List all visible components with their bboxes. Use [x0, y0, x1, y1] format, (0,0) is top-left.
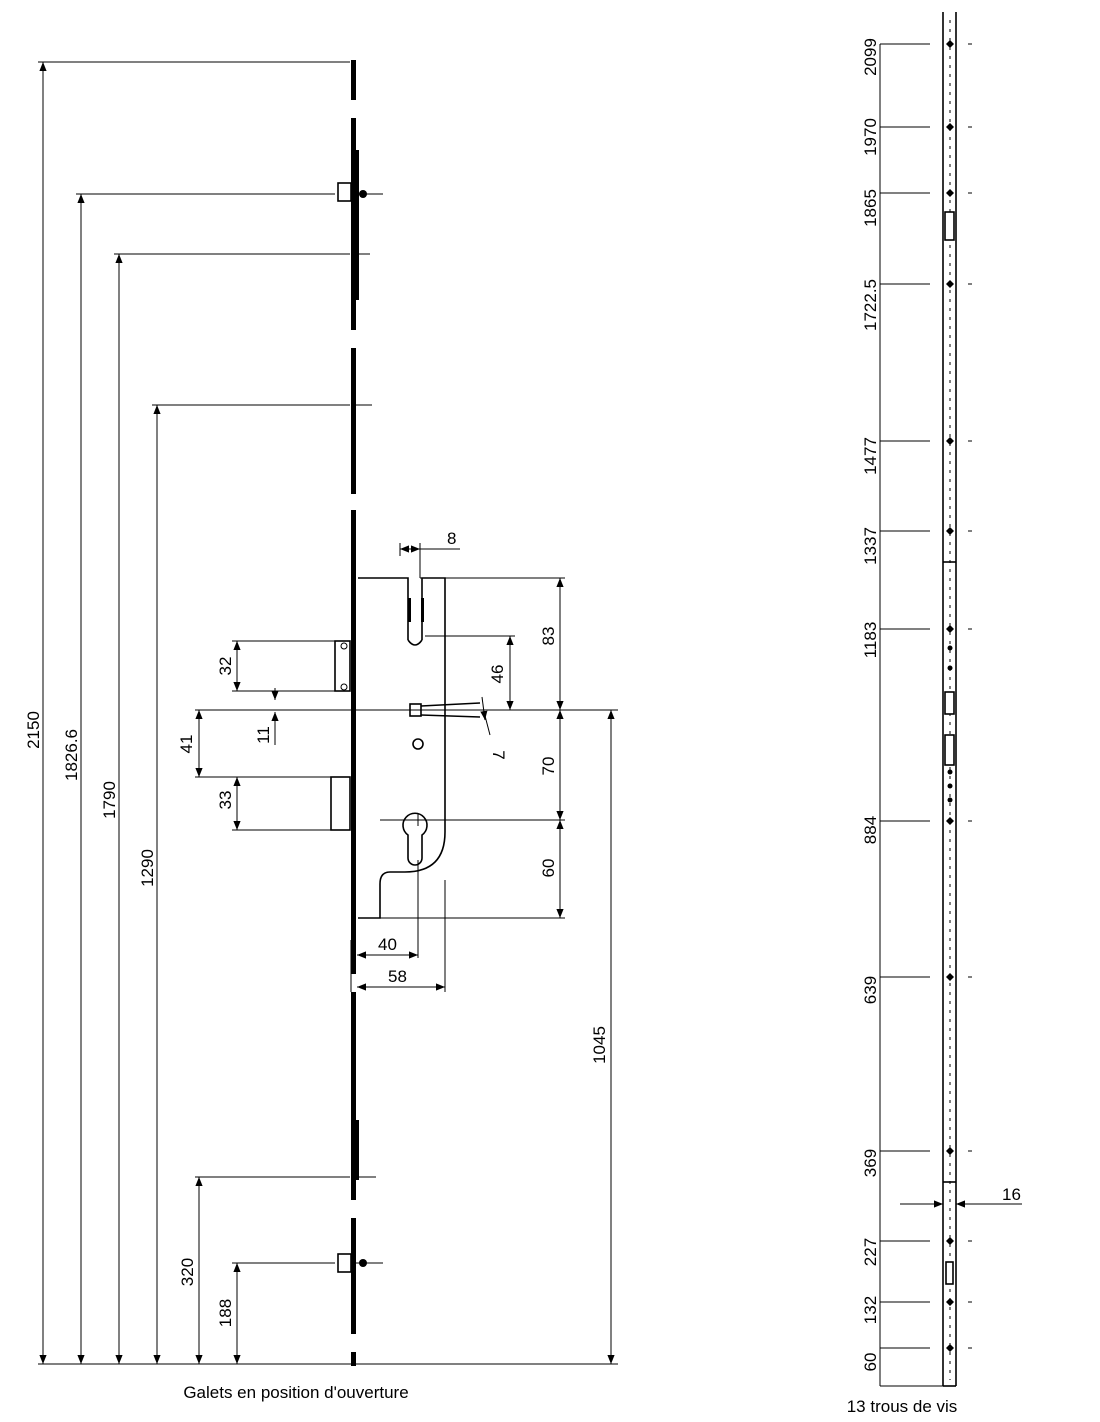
right-caption: 13 trous de vis — [847, 1397, 958, 1416]
lock-case — [330, 577, 481, 919]
strip-segment-top — [351, 118, 356, 330]
dim-11: 11 — [254, 726, 273, 744]
strip-rail-lower — [356, 1120, 359, 1180]
hole-2099: 2099 — [861, 38, 880, 76]
cylinder-cutout — [402, 812, 428, 866]
dim-46: 46 — [488, 665, 507, 684]
dim-32: 32 — [216, 657, 235, 676]
hole-1865: 1865 — [861, 189, 880, 227]
hole-884: 884 — [861, 816, 880, 844]
left-view: 2150 1826.6 1790 1290 320 188 1045 8 83 … — [24, 60, 618, 1402]
case-hole — [412, 738, 424, 750]
strip-bottom-cap — [351, 1352, 356, 1366]
strip-top-cap — [351, 60, 356, 100]
dim-33: 33 — [216, 791, 235, 810]
hole-1970: 1970 — [861, 118, 880, 156]
hole-1337: 1337 — [861, 527, 880, 565]
dim-70: 70 — [539, 757, 558, 776]
dim-8: 8 — [447, 529, 456, 548]
dim-41: 41 — [177, 735, 196, 754]
hole-60: 60 — [861, 1353, 880, 1372]
hole-369: 369 — [861, 1149, 880, 1177]
strip-segment-bottom — [351, 1218, 356, 1334]
roller-top — [337, 182, 383, 202]
hole-1183: 1183 — [861, 622, 880, 659]
dim-188: 188 — [216, 1299, 235, 1327]
hole-639: 639 — [861, 976, 880, 1004]
dim-320: 320 — [178, 1258, 197, 1286]
dim-width-16: 16 — [1002, 1185, 1021, 1204]
hole-227: 227 — [861, 1238, 880, 1266]
hole-1477: 1477 — [861, 437, 880, 475]
strip-segment-upper — [351, 348, 356, 494]
dim-1790: 1790 — [100, 781, 119, 819]
hole-132: 132 — [861, 1296, 880, 1324]
strip-segment-middle — [351, 510, 356, 974]
lock-strip — [351, 60, 359, 1366]
dead-bolt — [330, 776, 351, 831]
dim-60: 60 — [539, 859, 558, 878]
dim-1045: 1045 — [590, 1026, 609, 1064]
dim-58: 58 — [388, 967, 407, 986]
dim-1290: 1290 — [138, 849, 157, 887]
left-caption: Galets en position d'ouverture — [183, 1383, 408, 1402]
dim-7: 7 — [489, 750, 508, 759]
strip-segment-lower — [351, 992, 356, 1200]
dim-2150: 2150 — [24, 711, 43, 749]
roller-bottom — [337, 1253, 383, 1273]
latch-bolt — [334, 640, 351, 692]
dim-40: 40 — [378, 935, 397, 954]
dim-1826-6: 1826.6 — [62, 729, 81, 781]
dim-83: 83 — [539, 627, 558, 646]
screw-holes — [946, 40, 954, 1352]
hole-1722-5: 1722.5 — [861, 279, 880, 331]
right-view: 16 2099 1970 1865 1722.5 1477 1337 1183 … — [847, 12, 1022, 1416]
strip-rail-top — [356, 150, 359, 300]
